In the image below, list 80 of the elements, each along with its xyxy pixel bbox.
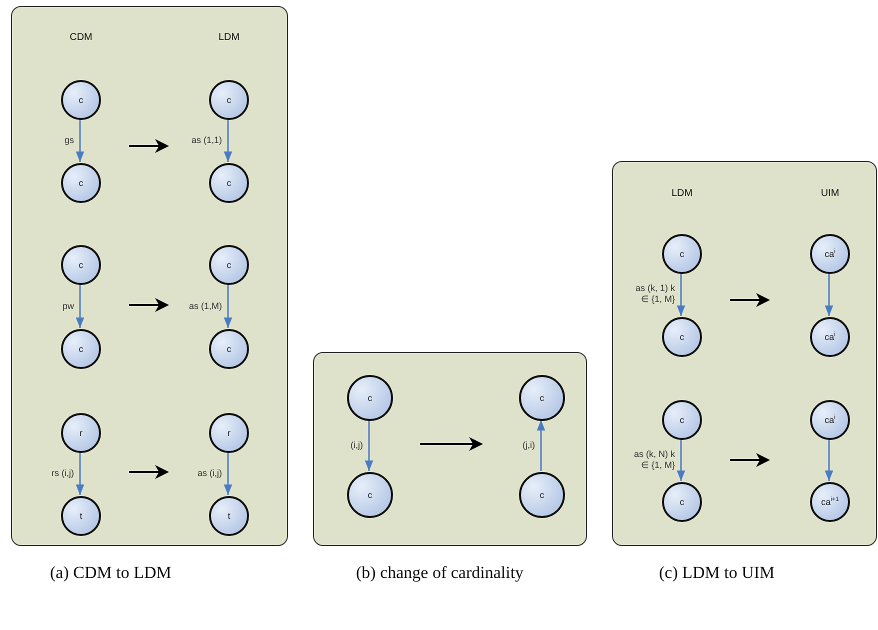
subfigure-caption: (b) change of cardinality [356, 563, 525, 583]
node-label: c [540, 393, 544, 403]
node-label: ca$^{i+1}$ [821, 497, 839, 507]
class-circle [61, 329, 101, 369]
association-arrow [224, 452, 232, 495]
edge-label: (i,j) [350, 440, 363, 452]
class-circle [662, 234, 702, 274]
node-label: ca$^{i}$ [824, 249, 836, 259]
edge-label: as (1,M) [188, 300, 222, 312]
node-label: c [680, 249, 684, 259]
class-circle [662, 482, 702, 522]
edge-label: gs [63, 135, 74, 146]
class-circle [209, 329, 249, 369]
node-label: t [80, 511, 82, 521]
panel-background [313, 352, 587, 546]
association-arrow [536, 420, 546, 471]
column-heading: LDM [671, 188, 693, 199]
association-arrow [224, 284, 232, 328]
node-label: c [78, 260, 84, 270]
node-label: c [226, 95, 232, 105]
node-label: ca$^{i}$ [824, 332, 836, 342]
subfigure-caption: (a) CDM to LDM [50, 563, 172, 583]
association-arrow [364, 420, 374, 471]
class-circle [61, 163, 101, 203]
class-circle [209, 496, 249, 536]
subfigure-caption: (c) LDM to UIM [659, 563, 776, 583]
column-heading: LDM [218, 32, 240, 43]
node-label: r [228, 428, 230, 438]
class-circle [810, 482, 850, 522]
class-circle [810, 317, 850, 357]
class-circle [810, 234, 850, 274]
class-circle [347, 375, 393, 421]
edge-label: as (1,1) [190, 135, 222, 146]
node-label: r [80, 428, 82, 438]
edge-label: as (k, 1) k ∈ {1, M} [634, 283, 675, 306]
association-arrow [824, 273, 834, 316]
class-circle [519, 472, 565, 518]
node-label: c [680, 415, 684, 425]
class-circle [209, 163, 249, 203]
class-circle [61, 413, 101, 453]
column-heading: UIM [820, 188, 840, 199]
edge-label: as (i,j) [196, 468, 222, 480]
class-circle [61, 496, 101, 536]
class-circle [209, 245, 249, 285]
association-arrow [676, 439, 686, 481]
node-label: c [226, 260, 232, 270]
column-heading: CDM [70, 32, 92, 43]
edge-label: rs (i,j) [50, 468, 74, 480]
association-arrow [824, 439, 834, 481]
class-circle [662, 317, 702, 357]
class-circle [347, 472, 393, 518]
class-circle [519, 375, 565, 421]
node-label: t [228, 511, 230, 521]
class-circle [209, 80, 249, 120]
association-arrow [76, 119, 84, 162]
node-label: c [540, 490, 544, 500]
panel-background [11, 6, 288, 546]
edge-label: (j,i) [522, 440, 535, 452]
node-label: c [226, 344, 232, 354]
node-label: ca$^{i}$ [824, 415, 836, 425]
class-circle [662, 400, 702, 440]
node-label: c [226, 178, 232, 188]
class-circle [209, 413, 249, 453]
edge-label: pw [61, 300, 74, 312]
class-circle [61, 245, 101, 285]
node-label: c [368, 393, 372, 403]
association-arrow [676, 273, 686, 316]
node-label: c [78, 178, 84, 188]
panel-background [612, 161, 877, 546]
association-arrow [76, 452, 84, 495]
node-label: c [368, 490, 372, 500]
node-label: c [680, 497, 684, 507]
association-arrow [76, 284, 84, 328]
class-circle [810, 400, 850, 440]
association-arrow [224, 119, 232, 162]
class-circle [61, 80, 101, 120]
node-label: c [78, 344, 84, 354]
node-label: c [78, 95, 84, 105]
edge-label: as (k, N) k ∈ {1, M} [632, 448, 675, 471]
node-label: c [680, 332, 684, 342]
